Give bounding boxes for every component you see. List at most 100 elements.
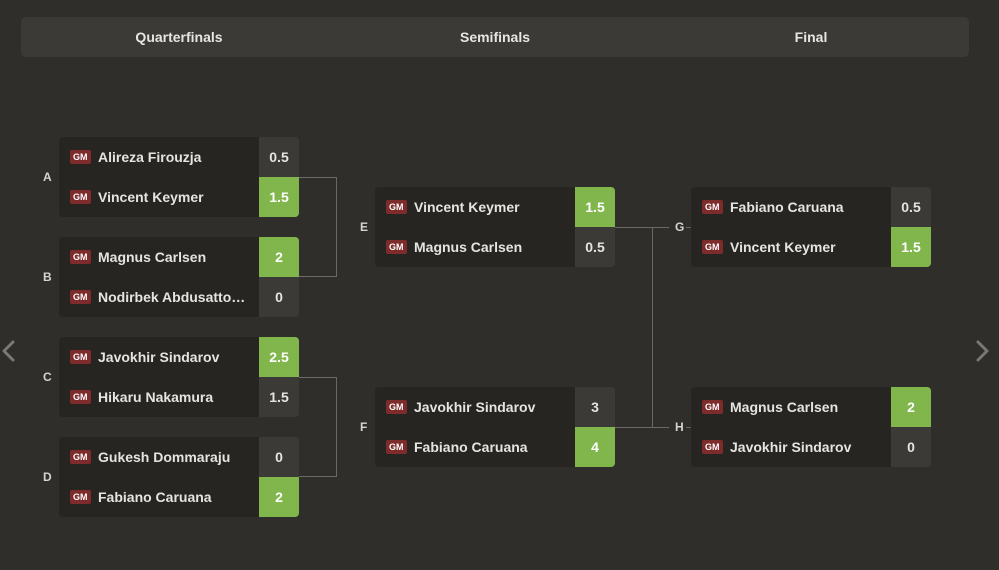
player-score: 0	[259, 277, 299, 317]
player-score: 3	[575, 387, 615, 427]
player-name[interactable]: Magnus Carlsen	[730, 399, 839, 415]
title-badge: GM	[70, 190, 91, 204]
next-button[interactable]	[973, 338, 993, 364]
connector-ab-vertical	[336, 177, 337, 277]
player-name[interactable]: Vincent Keymer	[98, 189, 204, 205]
player-name-cell: GM Vincent Keymer	[375, 187, 575, 227]
player-name-cell: GM Vincent Keymer	[59, 177, 259, 217]
player-name[interactable]: Vincent Keymer	[414, 199, 520, 215]
match-label-g: G	[675, 220, 685, 234]
match-label-b: B	[43, 270, 52, 284]
round-semifinals: Semifinals	[459, 29, 531, 45]
title-badge: GM	[386, 240, 407, 254]
connector-g-stub	[686, 227, 691, 228]
player-score: 0	[259, 437, 299, 477]
player-name[interactable]: Gukesh Dommaraju	[98, 449, 231, 465]
chevron-left-icon	[2, 340, 15, 362]
player-row[interactable]: GM Javokhir Sindarov 2.5	[59, 337, 299, 377]
match-label-e: E	[360, 220, 369, 234]
player-score: 1.5	[259, 377, 299, 417]
player-name-cell: GM Fabiano Caruana	[59, 477, 259, 517]
connector-c	[299, 377, 337, 378]
match-label-d: D	[43, 470, 52, 484]
connector-f	[615, 427, 669, 428]
match-label-f: F	[360, 420, 368, 434]
round-quarterfinals: Quarterfinals	[135, 29, 223, 45]
player-name[interactable]: Javokhir Sindarov	[98, 349, 220, 365]
connector-h-stub	[686, 427, 691, 428]
player-name[interactable]: Javokhir Sindarov	[730, 439, 852, 455]
player-row[interactable]: GM Vincent Keymer 1.5	[691, 227, 931, 267]
chevron-right-icon	[976, 340, 989, 362]
prev-button[interactable]	[0, 338, 20, 364]
title-badge: GM	[386, 200, 407, 214]
player-name[interactable]: Magnus Carlsen	[414, 239, 523, 255]
player-name-cell: GM Magnus Carlsen	[59, 237, 259, 277]
title-badge: GM	[702, 200, 723, 214]
player-name-cell: GM Fabiano Caruana	[691, 187, 891, 227]
title-badge: GM	[386, 400, 407, 414]
player-row[interactable]: GM Javokhir Sindarov 3	[375, 387, 615, 427]
player-name-cell: GM Javokhir Sindarov	[59, 337, 259, 377]
match-label-c: C	[43, 370, 52, 384]
player-name-cell: GM Javokhir Sindarov	[375, 387, 575, 427]
title-badge: GM	[70, 350, 91, 364]
connector-cd-vertical	[336, 377, 337, 477]
player-name[interactable]: Vincent Keymer	[730, 239, 836, 255]
player-score: 0.5	[891, 187, 931, 227]
player-row[interactable]: GM Fabiano Caruana 0.5	[691, 187, 931, 227]
title-badge: GM	[70, 150, 91, 164]
player-name[interactable]: Magnus Carlsen	[98, 249, 207, 265]
player-row[interactable]: GM Magnus Carlsen 0.5	[375, 227, 615, 267]
title-badge: GM	[702, 240, 723, 254]
match-label-a: A	[43, 170, 52, 184]
player-name[interactable]: Alireza Firouzja	[98, 149, 202, 165]
player-name[interactable]: Fabiano Caruana	[730, 199, 844, 215]
rounds-header: Quarterfinals Semifinals Final	[21, 17, 969, 57]
player-name-cell: GM Magnus Carlsen	[691, 387, 891, 427]
player-score: 0	[891, 427, 931, 467]
player-name[interactable]: Fabiano Caruana	[98, 489, 212, 505]
player-score: 4	[575, 427, 615, 467]
match-label-h: H	[675, 420, 684, 434]
player-row[interactable]: GM Vincent Keymer 1.5	[375, 187, 615, 227]
connector-e	[615, 227, 669, 228]
player-name[interactable]: Javokhir Sindarov	[414, 399, 536, 415]
player-name[interactable]: Fabiano Caruana	[414, 439, 528, 455]
player-score: 1.5	[575, 187, 615, 227]
player-score: 1.5	[891, 227, 931, 267]
player-name-cell: GM Vincent Keymer	[691, 227, 891, 267]
title-badge: GM	[70, 490, 91, 504]
player-row[interactable]: GM Javokhir Sindarov 0	[691, 427, 931, 467]
player-name[interactable]: Nodirbek Abdusattorov	[98, 289, 250, 305]
title-badge: GM	[702, 400, 723, 414]
title-badge: GM	[702, 440, 723, 454]
player-name[interactable]: Hikaru Nakamura	[98, 389, 214, 405]
title-badge: GM	[70, 250, 91, 264]
player-score: 0.5	[575, 227, 615, 267]
player-score: 2.5	[259, 337, 299, 377]
player-name-cell: GM Magnus Carlsen	[375, 227, 575, 267]
connector-d	[299, 476, 337, 477]
